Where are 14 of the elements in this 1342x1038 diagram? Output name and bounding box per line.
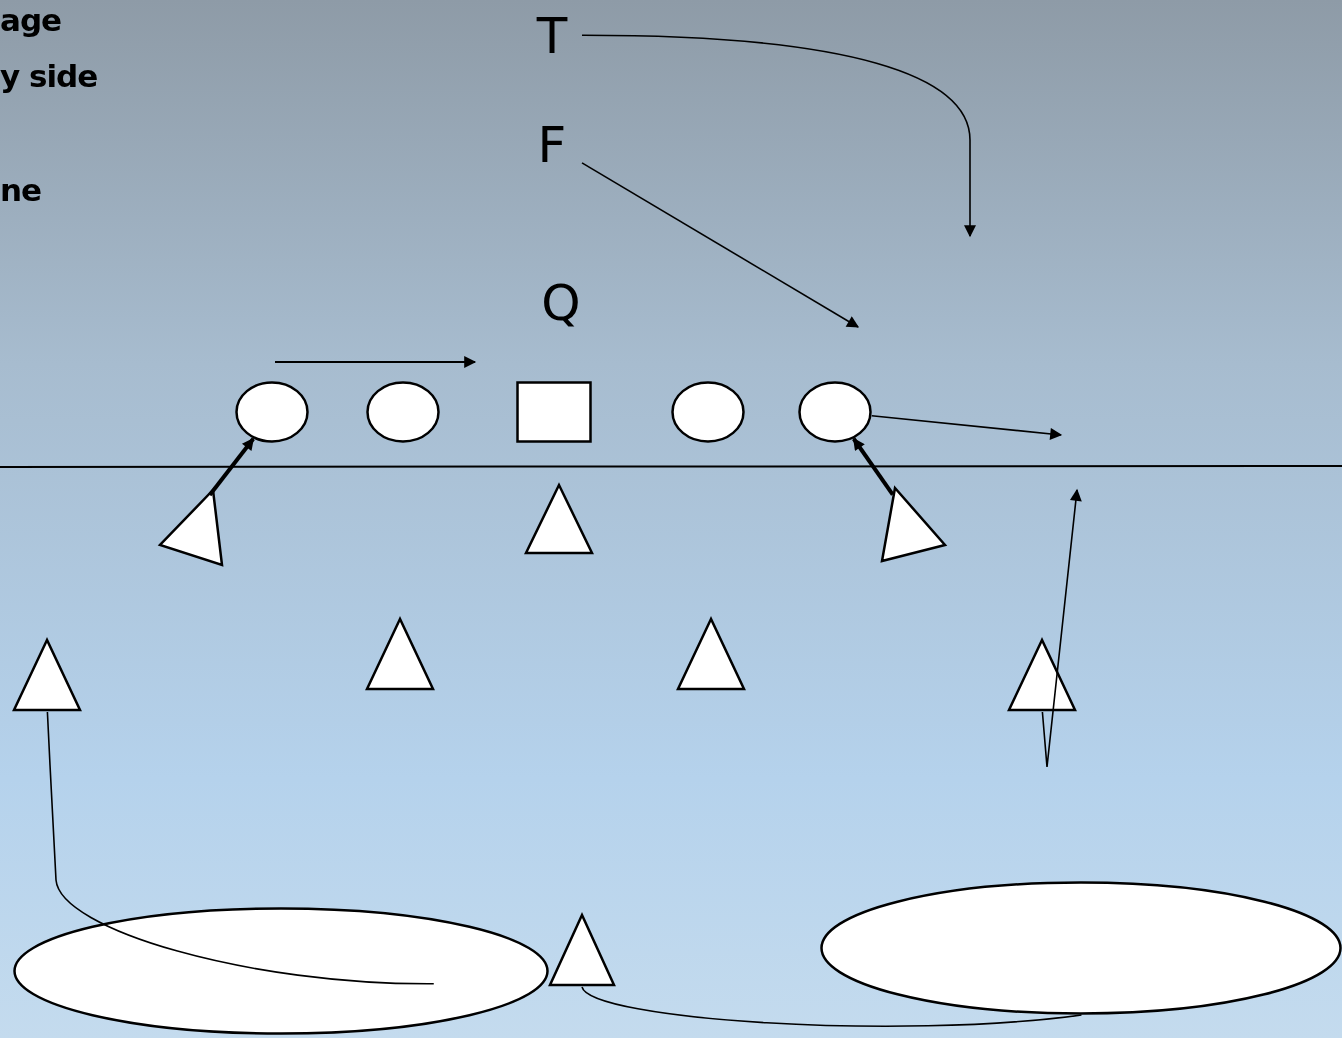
note-text: age (0, 2, 62, 38)
position-letter: Q (541, 278, 581, 328)
note-text: y side (0, 58, 98, 94)
route-arrow (581, 34, 976, 238)
route-arrow (581, 162, 860, 328)
route-line (581, 986, 1083, 1027)
route-arrow (1041, 488, 1082, 768)
position-letter: F (537, 120, 567, 170)
position-letter: T (536, 11, 568, 61)
note-text: ne (0, 172, 42, 208)
route-line (46, 711, 435, 985)
route-arrow (870, 414, 1063, 440)
route-arrow (208, 437, 255, 497)
route-arrow (852, 437, 895, 496)
